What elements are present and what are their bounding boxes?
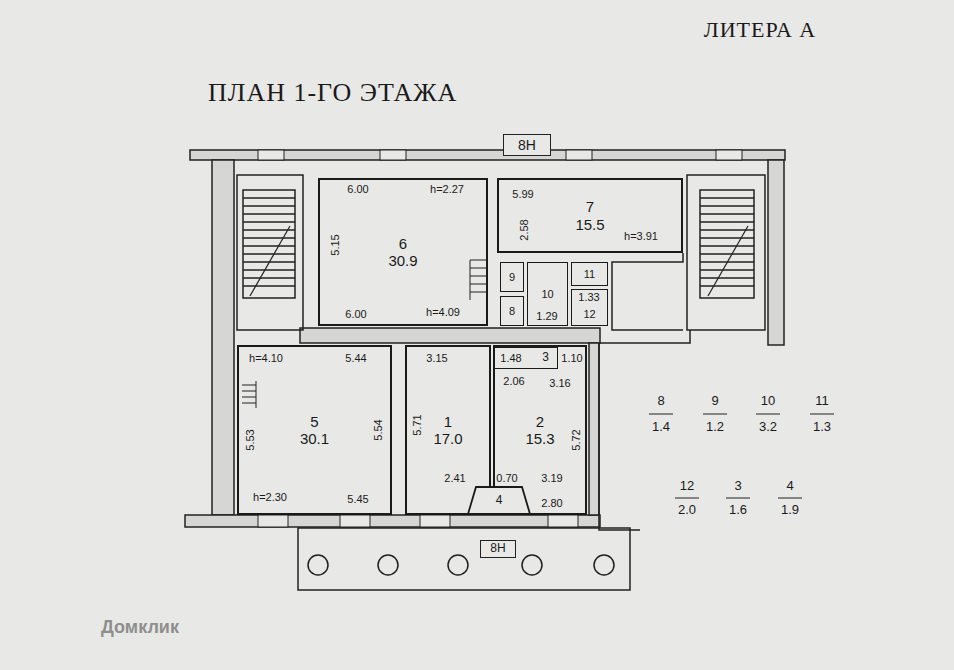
dimension: 5.99 [512, 188, 533, 200]
room-area: 30.9 [388, 252, 417, 269]
dimension: 1.29 [536, 310, 557, 322]
dimension: 2.06 [503, 375, 524, 387]
dimension: 1.33 [578, 291, 599, 303]
dimension: 0.70 [496, 472, 517, 484]
dimension: h=2.30 [253, 491, 287, 503]
sheet-label: ЛИТЕРА А [704, 18, 816, 42]
dimension: h=3.91 [624, 230, 658, 242]
table-cell: 11 [815, 394, 829, 408]
room-number: 8Н [490, 542, 505, 556]
dimension: h=2.27 [430, 183, 464, 195]
table-cell: 1.2 [706, 420, 724, 434]
dimension: 6.00 [347, 183, 368, 195]
room-area: 15.3 [525, 430, 554, 447]
room-number: 7 [586, 198, 594, 215]
room-number: 5 [310, 413, 318, 430]
dimension: 5.45 [347, 493, 368, 505]
dimension: h=4.09 [426, 306, 460, 318]
room: 11 [571, 262, 608, 286]
room-number: 8 [509, 305, 515, 318]
dimension: 3.16 [549, 377, 570, 389]
dimension: 5.15 [329, 234, 341, 255]
room-number: 10 [541, 288, 553, 301]
dimension: 5.53 [244, 429, 256, 450]
dimension: 2.58 [518, 219, 530, 240]
room-area: 17.0 [433, 430, 462, 447]
dimension: 5.54 [372, 419, 384, 440]
dimension: 5.71 [411, 414, 423, 435]
table-cell: 4 [786, 479, 793, 493]
dimension: 6.00 [345, 308, 366, 320]
table-cell: 8 [657, 394, 664, 408]
room-area: 30.1 [300, 430, 329, 447]
dimension: 1.10 [561, 352, 582, 364]
table-cell: 1.9 [781, 503, 799, 517]
table-cell: 1.4 [652, 420, 670, 434]
room: 530.1 [237, 345, 392, 515]
room: 8 [500, 296, 524, 326]
table-cell: 10 [761, 394, 775, 408]
dimension: 5.44 [345, 352, 366, 364]
dimension: h=4.10 [249, 352, 283, 364]
room: 630.9 [318, 178, 488, 326]
watermark: Домклик [101, 618, 179, 638]
room: 9 [500, 262, 524, 292]
dimension: 2.80 [541, 497, 562, 509]
room-number: 1 [444, 413, 452, 430]
room-number: 9 [509, 271, 515, 284]
dimension: 5.72 [570, 429, 582, 450]
table-cell: 3.2 [759, 420, 777, 434]
table-cell: 2.0 [678, 503, 696, 517]
table-cell: 9 [711, 394, 718, 408]
vestibule-shape [468, 487, 530, 514]
room-number: 3 [542, 351, 549, 365]
dimension: 1.48 [500, 352, 521, 364]
table-cell: 3 [734, 479, 741, 493]
apartment-tag: 8Н [480, 540, 516, 558]
dimension: 2.41 [444, 472, 465, 484]
room-number: 6 [399, 235, 407, 252]
room-number: 2 [536, 413, 544, 430]
room-area: 15.5 [575, 216, 604, 233]
room-number: 12 [583, 308, 595, 321]
table-cell: 12 [680, 479, 694, 493]
room: 4 [466, 486, 532, 515]
plan-title: ПЛАН 1-ГО ЭТАЖА [208, 78, 457, 108]
room-number: 4 [496, 494, 503, 508]
room-number: 8Н [518, 137, 536, 153]
table-cell: 1.3 [813, 420, 831, 434]
dimension: 3.19 [541, 472, 562, 484]
room-number: 11 [584, 268, 595, 281]
table-cell: 1.6 [729, 503, 747, 517]
dimension: 3.15 [426, 352, 447, 364]
apartment-tag: 8Н [503, 134, 551, 156]
